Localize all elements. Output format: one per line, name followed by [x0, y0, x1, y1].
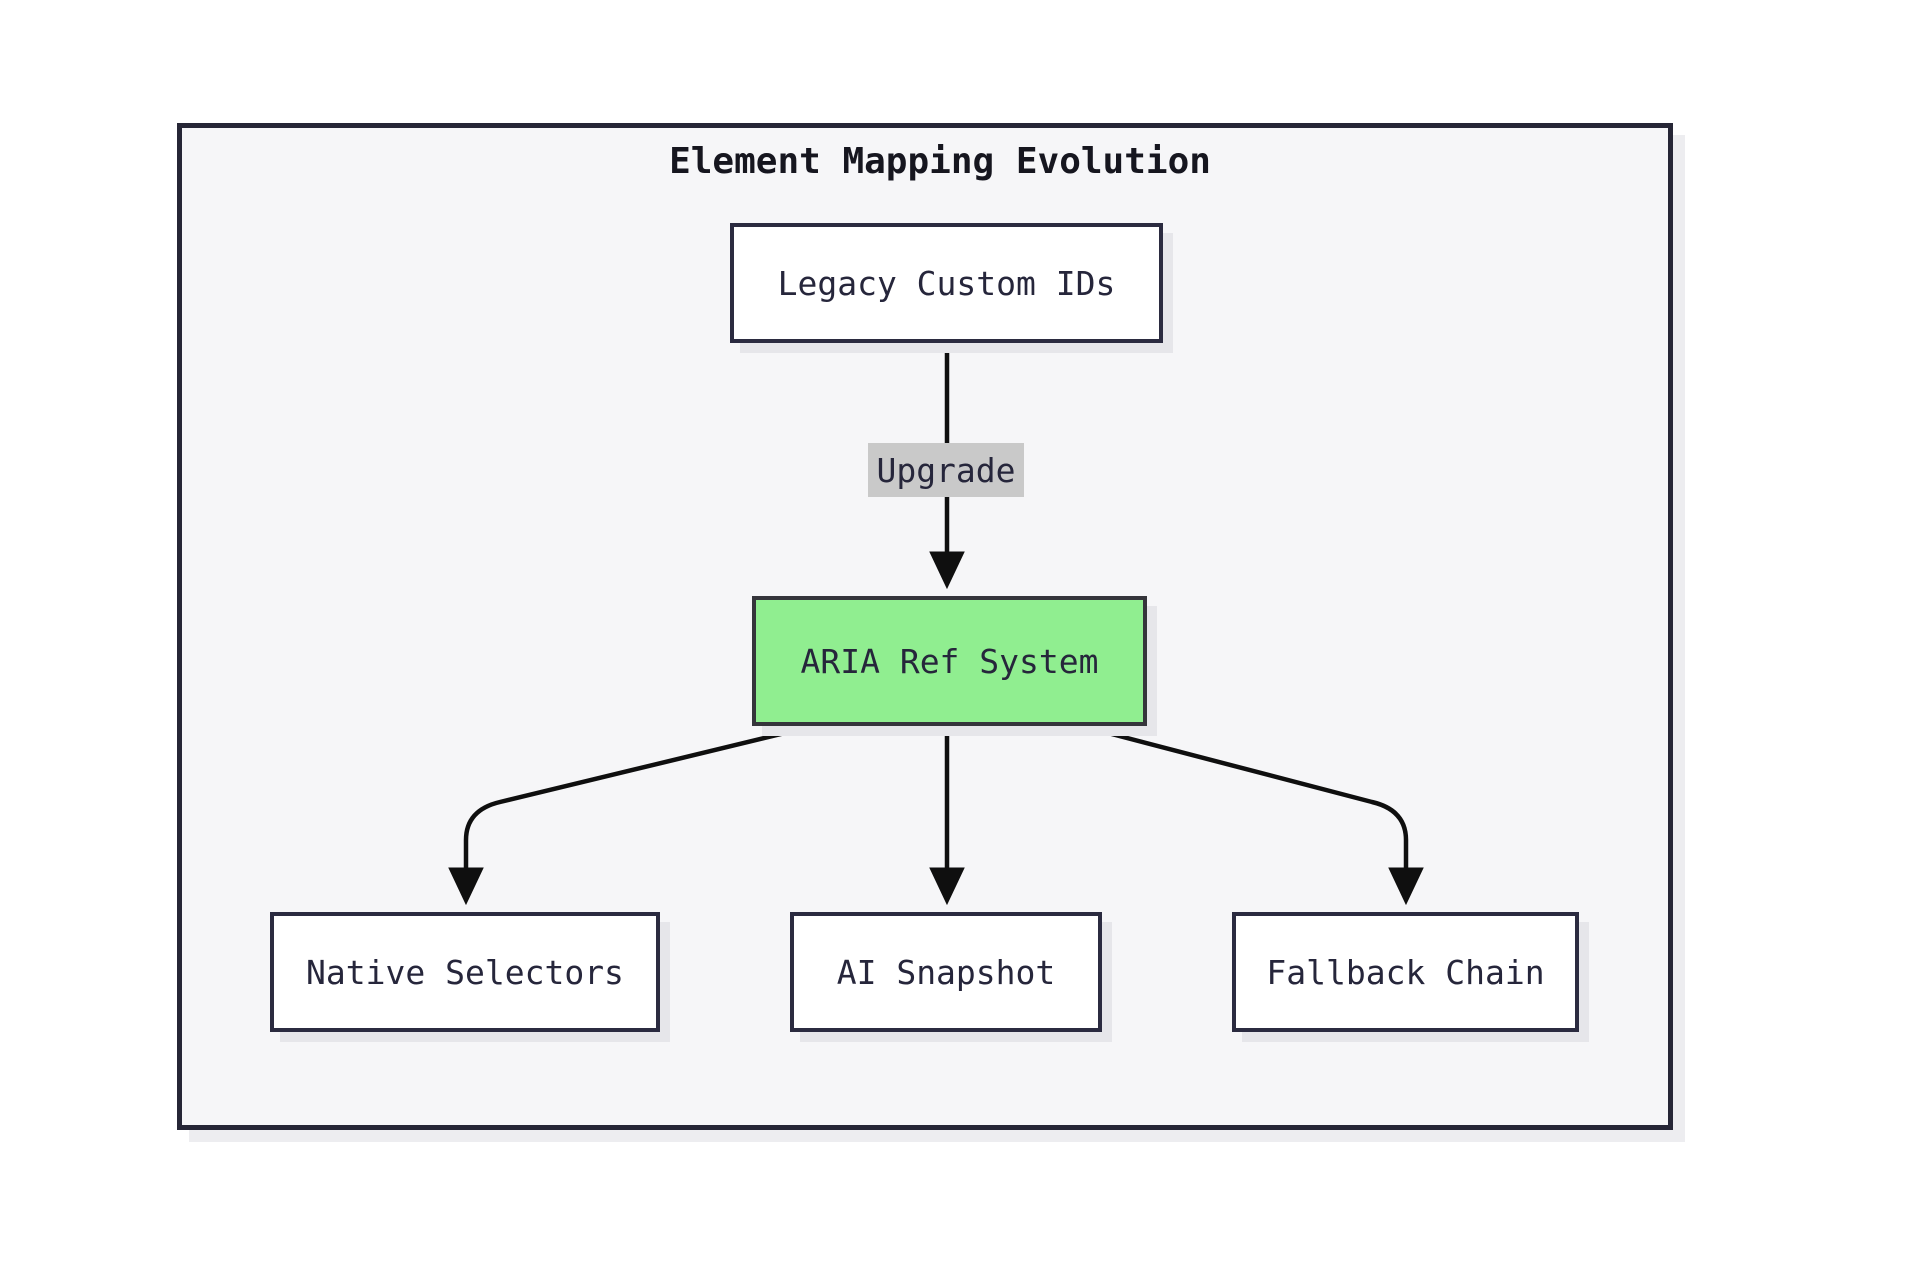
- node-native-selectors-label: Native Selectors: [306, 952, 624, 992]
- node-ai-snapshot: AI Snapshot: [790, 912, 1102, 1032]
- edge-label-upgrade: Upgrade: [868, 443, 1024, 497]
- node-legacy-custom-ids: Legacy Custom IDs: [730, 223, 1163, 343]
- arrowhead-aria-to-ai: [929, 867, 965, 906]
- node-aria-ref-system-label: ARIA Ref System: [800, 641, 1099, 681]
- arrowhead-legacy-to-aria: [929, 551, 965, 590]
- node-fallback-chain-label: Fallback Chain: [1266, 952, 1545, 992]
- node-native-selectors: Native Selectors: [270, 912, 660, 1032]
- edge-aria-to-native: [463, 724, 811, 870]
- node-aria-ref-system: ARIA Ref System: [752, 596, 1147, 726]
- node-fallback-chain: Fallback Chain: [1232, 912, 1579, 1032]
- edge-label-upgrade-text: Upgrade: [876, 450, 1016, 490]
- node-legacy-custom-ids-label: Legacy Custom IDs: [777, 263, 1116, 303]
- arrowhead-aria-to-fallback: [1388, 867, 1424, 906]
- diagram-title: Element Mapping Evolution: [669, 141, 1211, 182]
- edge-aria-to-fallback: [1084, 724, 1409, 870]
- node-ai-snapshot-label: AI Snapshot: [836, 952, 1056, 992]
- arrowhead-aria-to-native: [448, 867, 484, 906]
